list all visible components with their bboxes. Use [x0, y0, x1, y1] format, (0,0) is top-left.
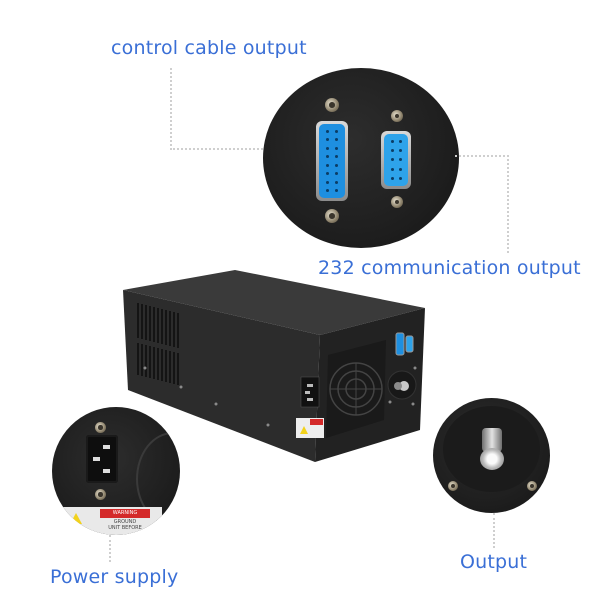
pin-icon: [103, 445, 110, 449]
label-output: Output: [460, 551, 528, 573]
warning-line-2: UNIT BEFORE: [108, 525, 142, 531]
zoom-circle-power-inlet: WARNING GROUND UNIT BEFORE: [52, 407, 180, 535]
warning-line-1: GROUND: [113, 519, 137, 525]
screw-icon: [448, 481, 458, 491]
screw-icon: [391, 196, 403, 208]
warning-header: WARNING: [100, 509, 150, 518]
zoom-circle-communication-ports: [263, 68, 459, 248]
screw-icon: [391, 110, 403, 122]
screw-icon: [325, 98, 339, 112]
db15-control-cable-connector[interactable]: [316, 121, 348, 201]
pin-icon: [103, 469, 110, 473]
warning-triangle-icon: [70, 513, 82, 524]
leader-line-rs232: [455, 155, 509, 253]
leader-line-control-cable: [170, 68, 267, 150]
pin-icon: [93, 457, 100, 461]
screw-icon: [527, 481, 537, 491]
leader-line-power-supply: [109, 535, 111, 562]
screw-icon: [95, 422, 106, 433]
warning-sticker: WARNING GROUND UNIT BEFORE: [62, 507, 162, 535]
db9-rs232-connector[interactable]: [381, 131, 411, 189]
zoom-circle-output: [433, 398, 550, 513]
iec-power-inlet[interactable]: [86, 435, 118, 483]
label-rs232-communication-output: 232 communication output: [318, 257, 581, 279]
screw-icon: [325, 209, 339, 223]
label-control-cable-output: control cable output: [111, 37, 307, 59]
label-power-supply: Power supply: [50, 566, 179, 588]
screw-icon: [95, 489, 106, 500]
bnc-output-connector[interactable]: [480, 428, 504, 472]
leader-line-output: [493, 513, 495, 548]
